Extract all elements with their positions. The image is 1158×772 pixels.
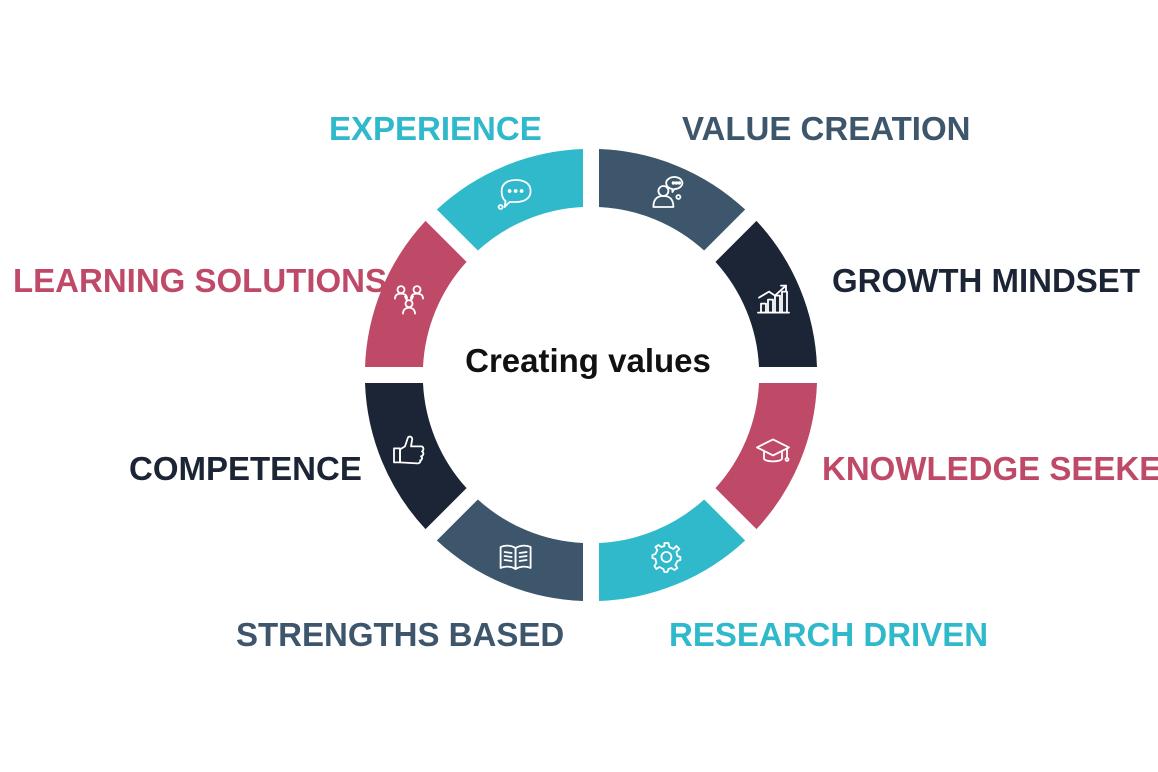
ring-segment-5: [436, 499, 583, 601]
label-knowledge-seeker: KNOWLEDGE SEEKER: [822, 450, 1158, 487]
label-growth-mindset: GROWTH MINDSET: [832, 262, 1140, 299]
label-research-driven: RESEARCH DRIVEN: [669, 616, 989, 653]
thumbs-up-icon: [393, 435, 425, 465]
team-network-icon: [394, 285, 424, 315]
center-title: Creating values: [465, 342, 711, 379]
label-experience: EXPERIENCE: [329, 110, 542, 147]
ring-segment-4: [599, 499, 746, 601]
speech-bubble-icon: [497, 179, 532, 210]
label-learning-solutions: LEARNING SOLUTIONS: [13, 262, 388, 299]
graduation-cap-icon: [756, 438, 790, 463]
ring-segment-6: [365, 383, 467, 530]
label-strengths-based: STRENGTHS BASED: [236, 616, 565, 653]
segment-icons: [393, 176, 790, 573]
growth-chart-icon: [757, 284, 790, 314]
person-thought-icon: [652, 176, 684, 208]
open-book-icon: [499, 544, 532, 570]
gear-icon: [651, 542, 682, 573]
label-value-creation: VALUE CREATION: [682, 110, 971, 147]
ring-segment-8: [436, 149, 583, 251]
ring-segment-3: [715, 383, 817, 530]
label-competence: COMPETENCE: [129, 450, 362, 487]
